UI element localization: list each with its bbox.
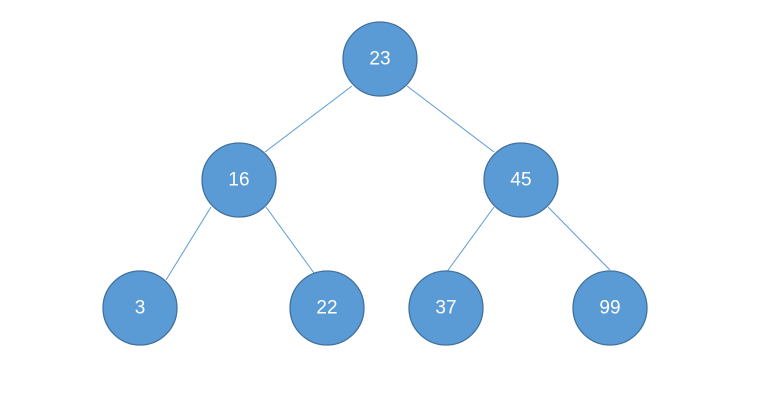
tree-node-22: 22 (289, 270, 365, 346)
node-label: 16 (228, 170, 249, 191)
tree-node-3: 3 (102, 270, 178, 346)
node-label: 22 (316, 298, 337, 319)
node-circle (289, 270, 365, 346)
node-label: 23 (369, 49, 390, 70)
node-circle (408, 270, 484, 346)
node-circle (201, 142, 277, 218)
tree-node-45: 45 (483, 142, 559, 218)
node-circle (102, 270, 178, 346)
node-label: 99 (599, 298, 620, 319)
edges-layer (165, 85, 611, 281)
edge-45-37 (445, 206, 495, 274)
node-circle (342, 21, 418, 97)
node-label: 3 (135, 298, 146, 319)
edge-23-16 (264, 85, 353, 153)
node-label: 45 (510, 170, 531, 191)
tree-node-23: 23 (342, 21, 418, 97)
tree-node-16: 16 (201, 142, 277, 218)
edge-16-3 (165, 206, 212, 281)
node-label: 37 (435, 298, 456, 319)
edge-16-22 (265, 206, 315, 274)
nodes-layer: 23 16 45 3 22 37 99 (102, 21, 648, 346)
edge-23-45 (406, 85, 495, 153)
node-circle (572, 270, 648, 346)
node-circle (483, 142, 559, 218)
tree-node-37: 37 (408, 270, 484, 346)
tree-node-99: 99 (572, 270, 648, 346)
edge-45-99 (547, 206, 611, 271)
